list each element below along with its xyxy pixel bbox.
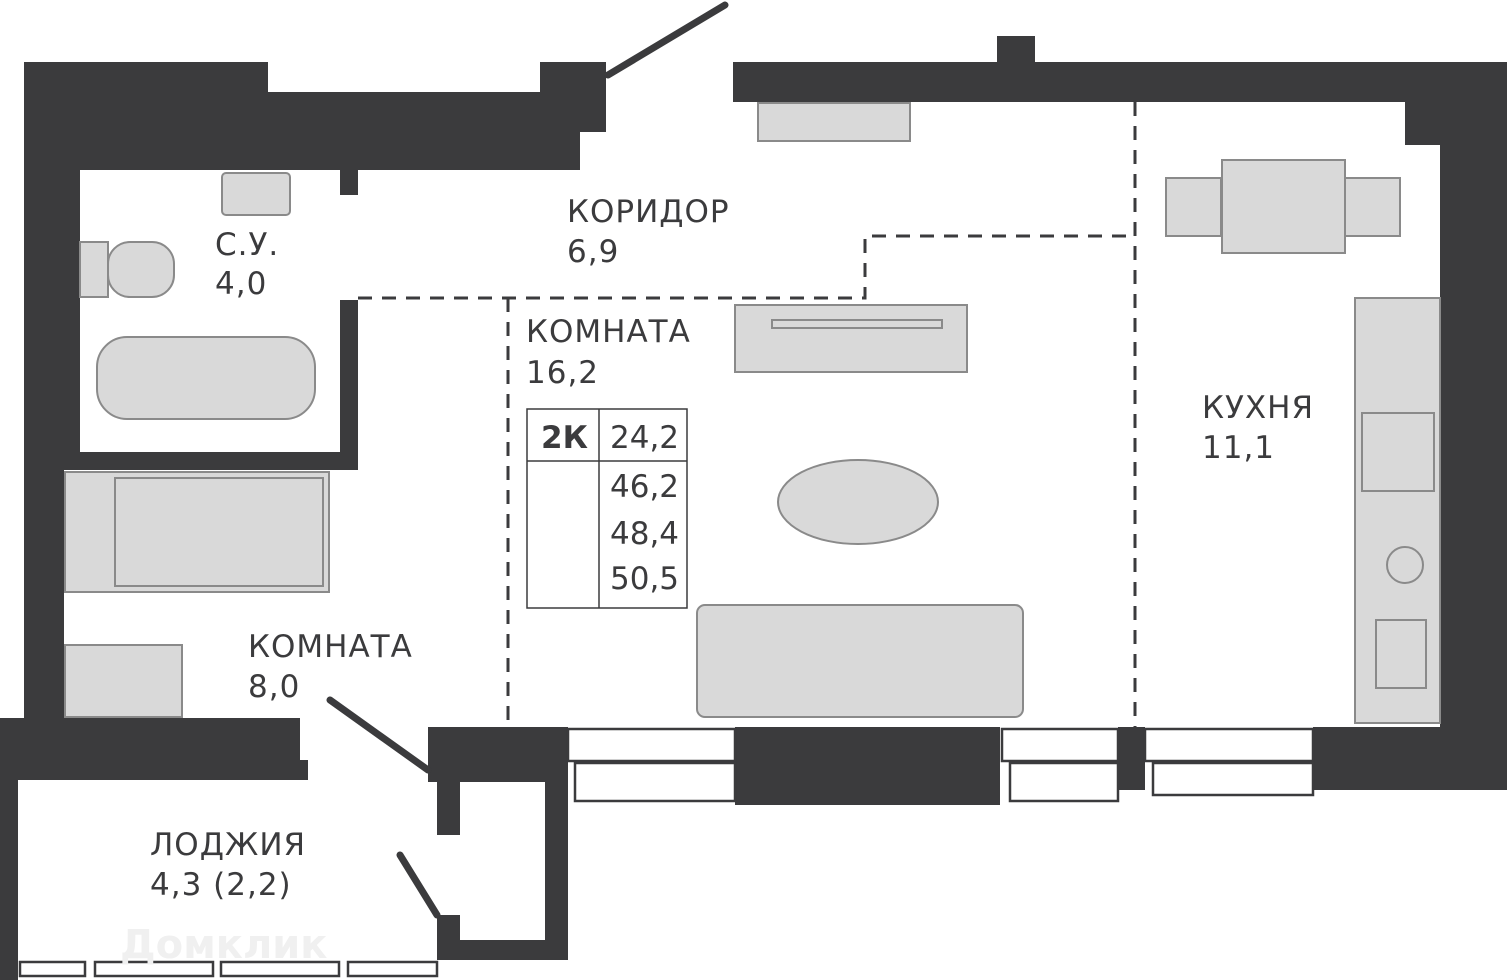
coffee-table xyxy=(777,459,939,545)
zone-dividers xyxy=(358,102,1137,727)
corridor-area: 6,9 xyxy=(567,234,619,270)
toilet xyxy=(107,241,175,298)
bathroom-area: 4,0 xyxy=(215,266,267,302)
watermark: Домклик xyxy=(120,922,327,968)
windows xyxy=(18,727,1315,978)
sofa xyxy=(696,604,1024,718)
living-area: 24,2 xyxy=(610,420,679,456)
washer xyxy=(1386,546,1424,584)
kitchen-label: КУХНЯ xyxy=(1202,390,1314,426)
sink xyxy=(221,172,291,216)
summary-table: 2К 24,2 46,2 48,4 50,5 xyxy=(526,408,688,609)
tv xyxy=(771,319,943,329)
bathroom-label: С.У. xyxy=(215,227,279,263)
room-large-label: КОМНАТА xyxy=(526,314,691,350)
total-area-3: 50,5 xyxy=(610,561,679,597)
bathtub xyxy=(96,336,316,420)
walls xyxy=(0,36,1507,980)
bed-blanket xyxy=(114,477,324,587)
chair-left xyxy=(1165,177,1222,237)
loggia-label: ЛОДЖИЯ xyxy=(150,827,306,863)
room-large-area: 16,2 xyxy=(526,355,599,391)
stove xyxy=(1361,412,1435,492)
kitchen-area: 11,1 xyxy=(1202,430,1275,466)
chair-right xyxy=(1344,177,1401,237)
kitchen-sink xyxy=(1375,619,1427,689)
loggia-area: 4,3 (2,2) xyxy=(150,867,292,903)
doors xyxy=(326,1,729,919)
total-area-2: 48,4 xyxy=(610,516,679,552)
toilet-tank xyxy=(79,241,109,298)
tv-stand xyxy=(734,304,968,373)
room-small-label: КОМНАТА xyxy=(248,629,413,665)
corridor-label: КОРИДОР xyxy=(567,194,730,230)
apartment-type: 2К xyxy=(541,420,588,456)
total-area-1: 46,2 xyxy=(610,469,679,505)
radiator-rack xyxy=(64,644,183,718)
dining-table xyxy=(1221,159,1346,254)
furniture xyxy=(64,102,1441,724)
coat-rack xyxy=(757,102,911,142)
room-small-area: 8,0 xyxy=(248,669,300,705)
